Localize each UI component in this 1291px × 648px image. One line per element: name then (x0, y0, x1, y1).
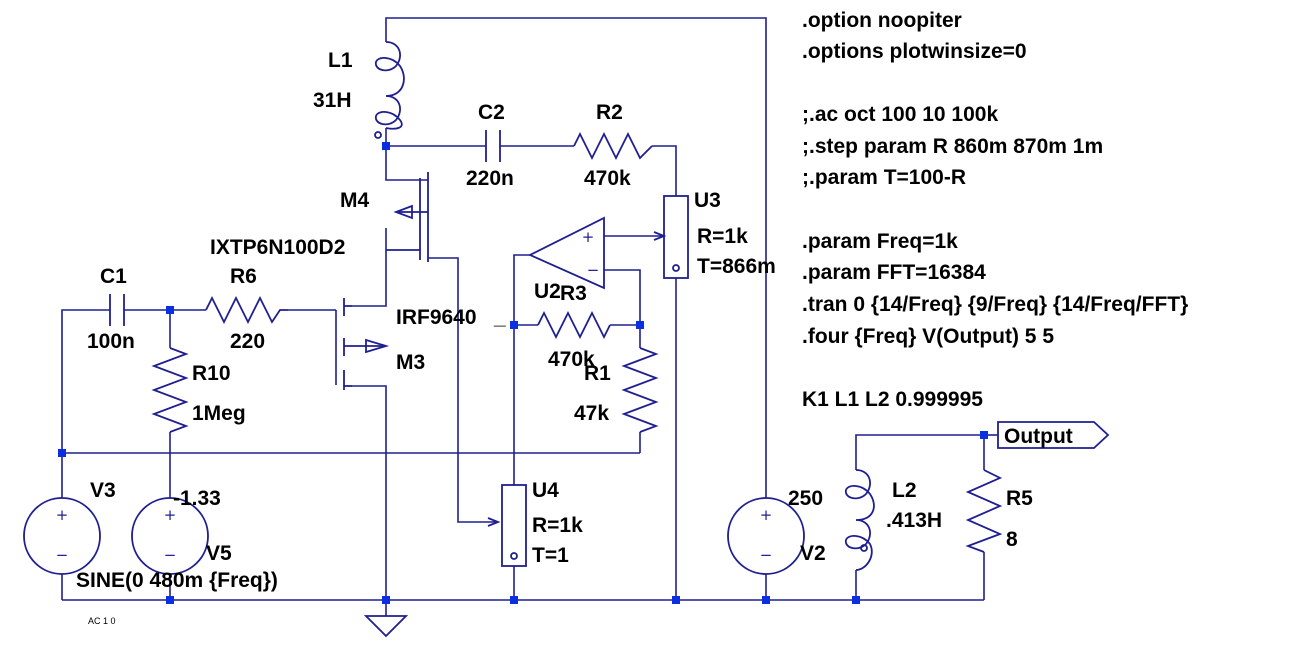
directive-line: K1 L1 L2 0.999995 (802, 388, 983, 411)
svg-text:+: + (164, 506, 177, 524)
mosfet-m3[interactable] (343, 298, 390, 390)
label-m3-name: M3 (396, 351, 425, 374)
inductor-l2[interactable] (845, 469, 875, 571)
label-v3-name: V3 (90, 479, 116, 502)
label-r2-name: R2 (596, 101, 623, 124)
svg-text:+: + (56, 506, 69, 524)
label-u2-name: U2 (534, 280, 561, 303)
resistor-r1[interactable] (621, 347, 659, 433)
label-r10-value: 1Meg (192, 402, 246, 425)
label-r3-value: 470k (548, 348, 595, 371)
svg-text:+: + (582, 228, 595, 246)
label-u3-name: U3 (694, 189, 721, 212)
voltage-source-v5[interactable]: + − (131, 497, 209, 575)
directive-line: .four {Freq} V(Output) 5 5 (802, 325, 1054, 348)
label-u4-t: T=1 (532, 544, 569, 567)
junctions (58, 142, 988, 604)
label-r6-name: R6 (230, 265, 257, 288)
label-r5-name: R5 (1006, 487, 1033, 510)
voltage-source-v3[interactable]: + − (23, 497, 101, 575)
label-v2-value: 250 (788, 487, 823, 510)
spice-directives: .option noopiter .options plotwinsize=0 … (802, 9, 1188, 411)
label-v2-name: V2 (800, 542, 826, 565)
opamp-u2[interactable]: + − (527, 216, 605, 290)
label-r3-name: R3 (560, 282, 587, 305)
directive-line: ;.step param R 860m 870m 1m (802, 135, 1103, 158)
label-r1-value: 47k (574, 402, 609, 425)
output-net-flag[interactable] (997, 421, 1110, 449)
inductor-l1[interactable] (374, 41, 405, 139)
resistor-r6[interactable] (205, 295, 288, 325)
label-u3-t: T=866m (697, 255, 776, 278)
wires (61, 17, 998, 616)
label-r10-name: R10 (192, 362, 231, 385)
label-v5-value: -1.33 (173, 487, 221, 510)
component-labels: L1 31H C2 220n R2 470k U3 R=1k T=866m M4… (76, 49, 1073, 626)
label-c1-name: C1 (100, 265, 127, 288)
label-m4-model: IXTP6N100D2 (210, 236, 345, 259)
resistor-r10[interactable] (151, 347, 189, 433)
label-u3-r: R=1k (697, 225, 748, 248)
label-c2-name: C2 (478, 101, 505, 124)
directive-line: ;.ac oct 100 10 100k (802, 103, 998, 126)
capacitor-c1[interactable] (109, 294, 125, 326)
directive-line: .tran 0 {14/Freq} {9/Freq} {14/Freq/FFT} (802, 293, 1188, 316)
resistor-r2[interactable] (573, 131, 653, 161)
label-m4-name: M4 (340, 189, 369, 212)
label-c2-value: 220n (466, 167, 514, 190)
potentiometer-u3[interactable] (653, 195, 689, 279)
label-u4-r: R=1k (532, 514, 583, 537)
label-r5-value: 8 (1006, 528, 1018, 551)
label-c1-value: 100n (87, 330, 135, 353)
potentiometer-u4[interactable] (487, 484, 527, 567)
resistor-r3[interactable] (537, 310, 611, 340)
svg-text:−: − (164, 546, 177, 564)
directive-line: .param Freq=1k (802, 230, 958, 253)
voltage-source-v2[interactable]: + − (727, 497, 805, 575)
label-v3-value: SINE(0 480m {Freq}) (76, 569, 278, 592)
directive-line: .param FFT=16384 (802, 261, 986, 284)
label-l2-value: .413H (886, 509, 942, 532)
output-net-label[interactable]: Output (1004, 425, 1073, 448)
svg-text:−: − (56, 546, 69, 564)
svg-text:+: + (760, 506, 773, 524)
directive-line: .options plotwinsize=0 (802, 40, 1027, 63)
label-v5-name: V5 (206, 542, 232, 565)
label-r1-name: R1 (584, 362, 611, 385)
label-m3-model: IRF9640 (396, 306, 477, 329)
svg-text:−: − (760, 546, 773, 564)
label-r2-value: 470k (584, 167, 631, 190)
label-l2-name: L2 (892, 479, 917, 502)
ground-icon (363, 615, 409, 638)
svg-text:−: − (587, 261, 600, 279)
resistor-r5[interactable] (965, 469, 1003, 553)
label-u4-name: U4 (532, 479, 559, 502)
svg-text:_: _ (493, 306, 506, 329)
directive-line: .option noopiter (802, 9, 962, 32)
label-l1-name: L1 (328, 49, 353, 72)
label-v3-ac: AC 1 0 (88, 616, 116, 626)
label-r6-value: 220 (230, 330, 265, 353)
mosfet-m4[interactable] (386, 172, 429, 262)
capacitor-c2[interactable] (485, 130, 501, 162)
directive-line: ;.param T=100-R (802, 166, 966, 189)
label-l1-value: 31H (313, 89, 352, 112)
